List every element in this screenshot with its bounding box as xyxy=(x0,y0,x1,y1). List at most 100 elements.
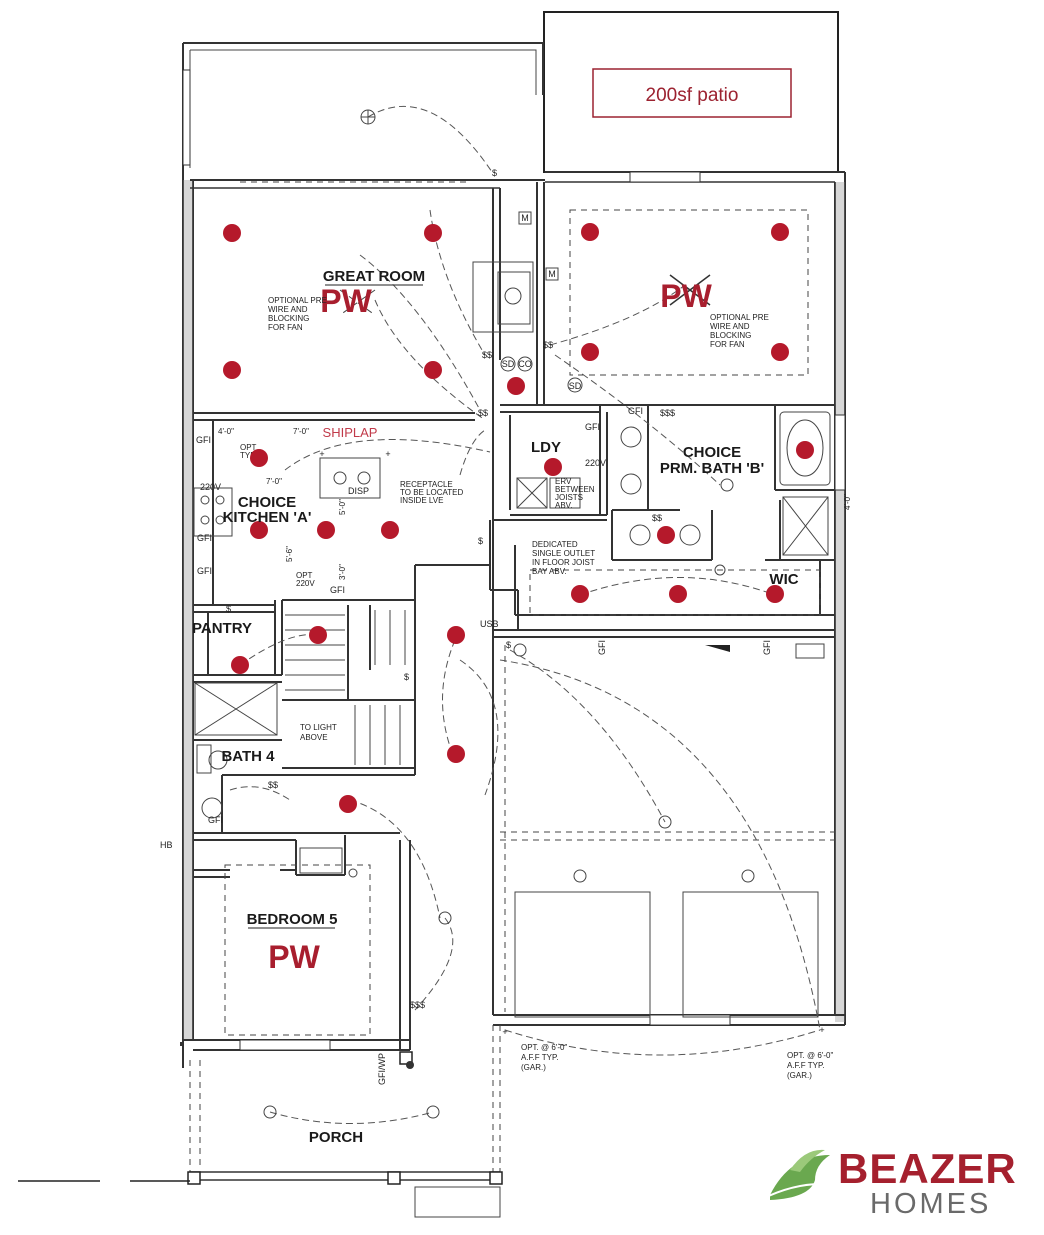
recessed-light xyxy=(223,224,241,242)
dedicated-note-1: DEDICATED xyxy=(532,540,578,549)
pw-great-room: PW xyxy=(320,283,372,319)
brand-name-bottom: HOMES xyxy=(870,1188,991,1220)
ceiling-outlines xyxy=(224,181,821,1036)
fan-note-right-4: FOR FAN xyxy=(710,340,745,349)
recessed-light xyxy=(424,224,442,242)
fan-note-right-3: BLOCKING xyxy=(710,331,751,340)
opt-typ-line2: TYP. xyxy=(240,451,257,460)
garage-doors xyxy=(500,645,835,1018)
pantry-label: PANTRY xyxy=(192,620,252,637)
dim-4-side: 4'-0" xyxy=(843,494,852,510)
switch-label-2: $ xyxy=(226,604,231,614)
smoke-detector-label-2: SD xyxy=(502,359,515,369)
beazer-logo: BEAZER HOMES xyxy=(759,1145,1016,1220)
bedroom5-label: BEDROOM 5 xyxy=(247,911,338,928)
pendant-right: + xyxy=(385,449,390,459)
light-above-note-2: ABOVE xyxy=(300,733,328,742)
gfi-label-8: GFI xyxy=(762,640,772,655)
fixtures xyxy=(193,411,831,874)
fan-note-left-2: WIRE AND xyxy=(268,305,308,314)
opt-typ-line1: OPT xyxy=(240,443,257,452)
porch xyxy=(18,1025,503,1218)
recessed-light xyxy=(309,626,327,644)
great-room-label: GREAT ROOM xyxy=(323,268,425,285)
opt-220-line2: 220V xyxy=(296,579,315,588)
recessed-lights xyxy=(223,223,814,813)
recessed-light xyxy=(223,361,241,379)
windows xyxy=(180,69,846,1051)
recessed-light xyxy=(581,223,599,241)
recessed-light xyxy=(657,526,675,544)
dedicated-note-3: IN FLOOR JOIST xyxy=(532,558,595,567)
switch-double-label-3: $$ xyxy=(482,350,492,360)
switch-triple-label: $$$ xyxy=(660,408,675,418)
fan-note-left-4: FOR FAN xyxy=(268,323,303,332)
bath-b-label-line1: CHOICE xyxy=(683,444,741,461)
receptacle-note-2: TO BE LOCATED xyxy=(400,488,463,497)
dim-7-0-b: 7'-0" xyxy=(266,477,282,486)
fan-note-right-2: WIRE AND xyxy=(710,322,750,331)
interior-walls xyxy=(193,182,835,1015)
switch-triple-label-2: $$$ xyxy=(410,1000,425,1010)
recessed-light xyxy=(581,343,599,361)
receptacle-note-3: INSIDE LVE xyxy=(400,496,443,505)
gfi-label-3: GFI xyxy=(197,566,212,576)
stairs xyxy=(285,610,406,765)
pw-bedroom5: PW xyxy=(268,939,320,975)
dim-4-0: 4'-0" xyxy=(218,427,234,436)
recessed-light xyxy=(424,361,442,379)
switch-double-label: $$ xyxy=(652,513,662,523)
opt-220-line1: OPT xyxy=(296,571,313,580)
patio-label: 200sf patio xyxy=(646,85,739,106)
opt-gar-right-2: A.F.F TYP. xyxy=(787,1061,825,1070)
opt-gar-left-3: (GAR.) xyxy=(521,1063,546,1072)
recessed-light xyxy=(250,521,268,539)
bath-b-label-line2: PRM. BATH 'B' xyxy=(660,460,764,477)
dim-5-6: 5'-6" xyxy=(285,546,294,562)
fireplace: M M xyxy=(472,211,559,333)
meter-label: M xyxy=(521,213,529,223)
recessed-light xyxy=(669,585,687,603)
dedicated-note-2: SINGLE OUTLET xyxy=(532,549,595,558)
porch-label: PORCH xyxy=(309,1129,363,1146)
switch-label-5: $ xyxy=(478,536,483,546)
gfi-label-5: GFI xyxy=(330,585,345,595)
gfi-label-2: GFI xyxy=(197,533,212,543)
annotation-notes: OPTIONAL PRE WIRE AND BLOCKING FOR FAN O… xyxy=(268,296,833,1080)
v220-label-2: 220V xyxy=(585,458,606,468)
v220-label-1: 220V xyxy=(200,482,221,492)
recessed-light xyxy=(771,223,789,241)
recessed-light xyxy=(544,458,562,476)
recessed-light xyxy=(796,441,814,459)
co-detector-label: CO xyxy=(518,359,532,369)
usb-label: USB xyxy=(480,619,499,629)
room-labels: GREAT ROOM SHIPLAP CHOICE KITCHEN 'A' LD… xyxy=(192,268,799,1146)
recessed-light xyxy=(766,585,784,603)
dim-3-0: 3'-0" xyxy=(338,564,347,580)
light-above-note-1: TO LIGHT xyxy=(300,723,337,732)
disposal-label: DISP xyxy=(348,486,369,496)
switch-double-label-2: $$ xyxy=(543,340,553,350)
kitchen-label-line1: CHOICE xyxy=(238,494,296,511)
gfi-label-1: GFI xyxy=(196,435,211,445)
fan-marks xyxy=(339,274,711,316)
gfi-label-7: GFI xyxy=(208,815,223,825)
opt-gar-right-3: (GAR.) xyxy=(787,1071,812,1080)
pw-owner-suite: PW xyxy=(660,278,712,314)
switch-double-label-5: $$ xyxy=(268,780,278,790)
opt-gar-left-1: OPT. @ 6'-0" xyxy=(521,1043,567,1052)
pendant-left: + xyxy=(319,449,324,459)
wic-label: WIC xyxy=(769,571,798,588)
erv-note-3: JOISTS xyxy=(555,493,583,502)
recessed-light xyxy=(447,745,465,763)
recessed-light xyxy=(571,585,589,603)
recessed-light xyxy=(771,343,789,361)
meter-label-2: M xyxy=(548,269,556,279)
fan-note-left-3: BLOCKING xyxy=(268,314,309,323)
laundry-label: LDY xyxy=(531,439,561,456)
bath4-label: BATH 4 xyxy=(221,748,275,765)
dim-7-0-a: 7'-0" xyxy=(293,427,309,436)
kitchen-label-line2: KITCHEN 'A' xyxy=(223,509,312,526)
erv-note-4: ABV. xyxy=(555,501,573,510)
